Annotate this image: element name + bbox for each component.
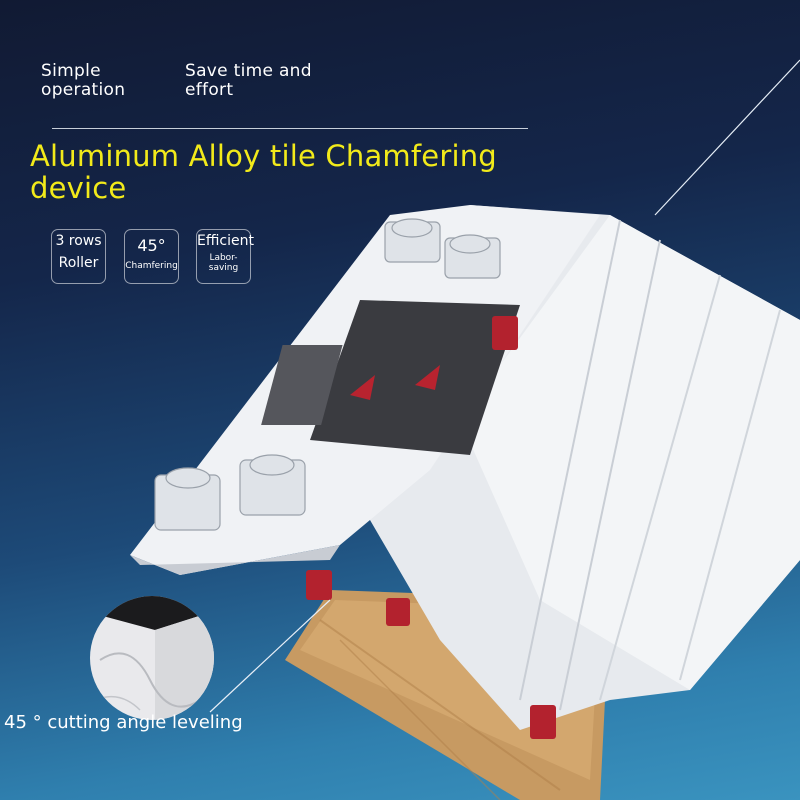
- caption-cutting-angle: 45 ° cutting angle leveling: [4, 712, 243, 733]
- page-title: Aluminum Alloy tile Chamfering device: [30, 139, 497, 205]
- roller-mid: [386, 598, 410, 626]
- roller-top: [492, 316, 518, 350]
- feature-save-time: Save time and effort: [185, 61, 312, 100]
- pointer-line-top: [654, 59, 800, 216]
- roller-left: [306, 570, 332, 600]
- badge-chamfering: 45° Chamfering: [124, 229, 179, 284]
- roller-bottom: [530, 705, 556, 739]
- feature-simple-operation: Simple operation: [41, 61, 126, 100]
- badge-efficient: Efficient Labor-saving: [196, 229, 254, 284]
- label-panel: [310, 300, 520, 455]
- pointer-line-bottom: [209, 599, 331, 713]
- divider: [52, 128, 528, 129]
- marble-tile-inset: [90, 596, 214, 720]
- badge-rollers: 3 rows Roller: [51, 229, 106, 284]
